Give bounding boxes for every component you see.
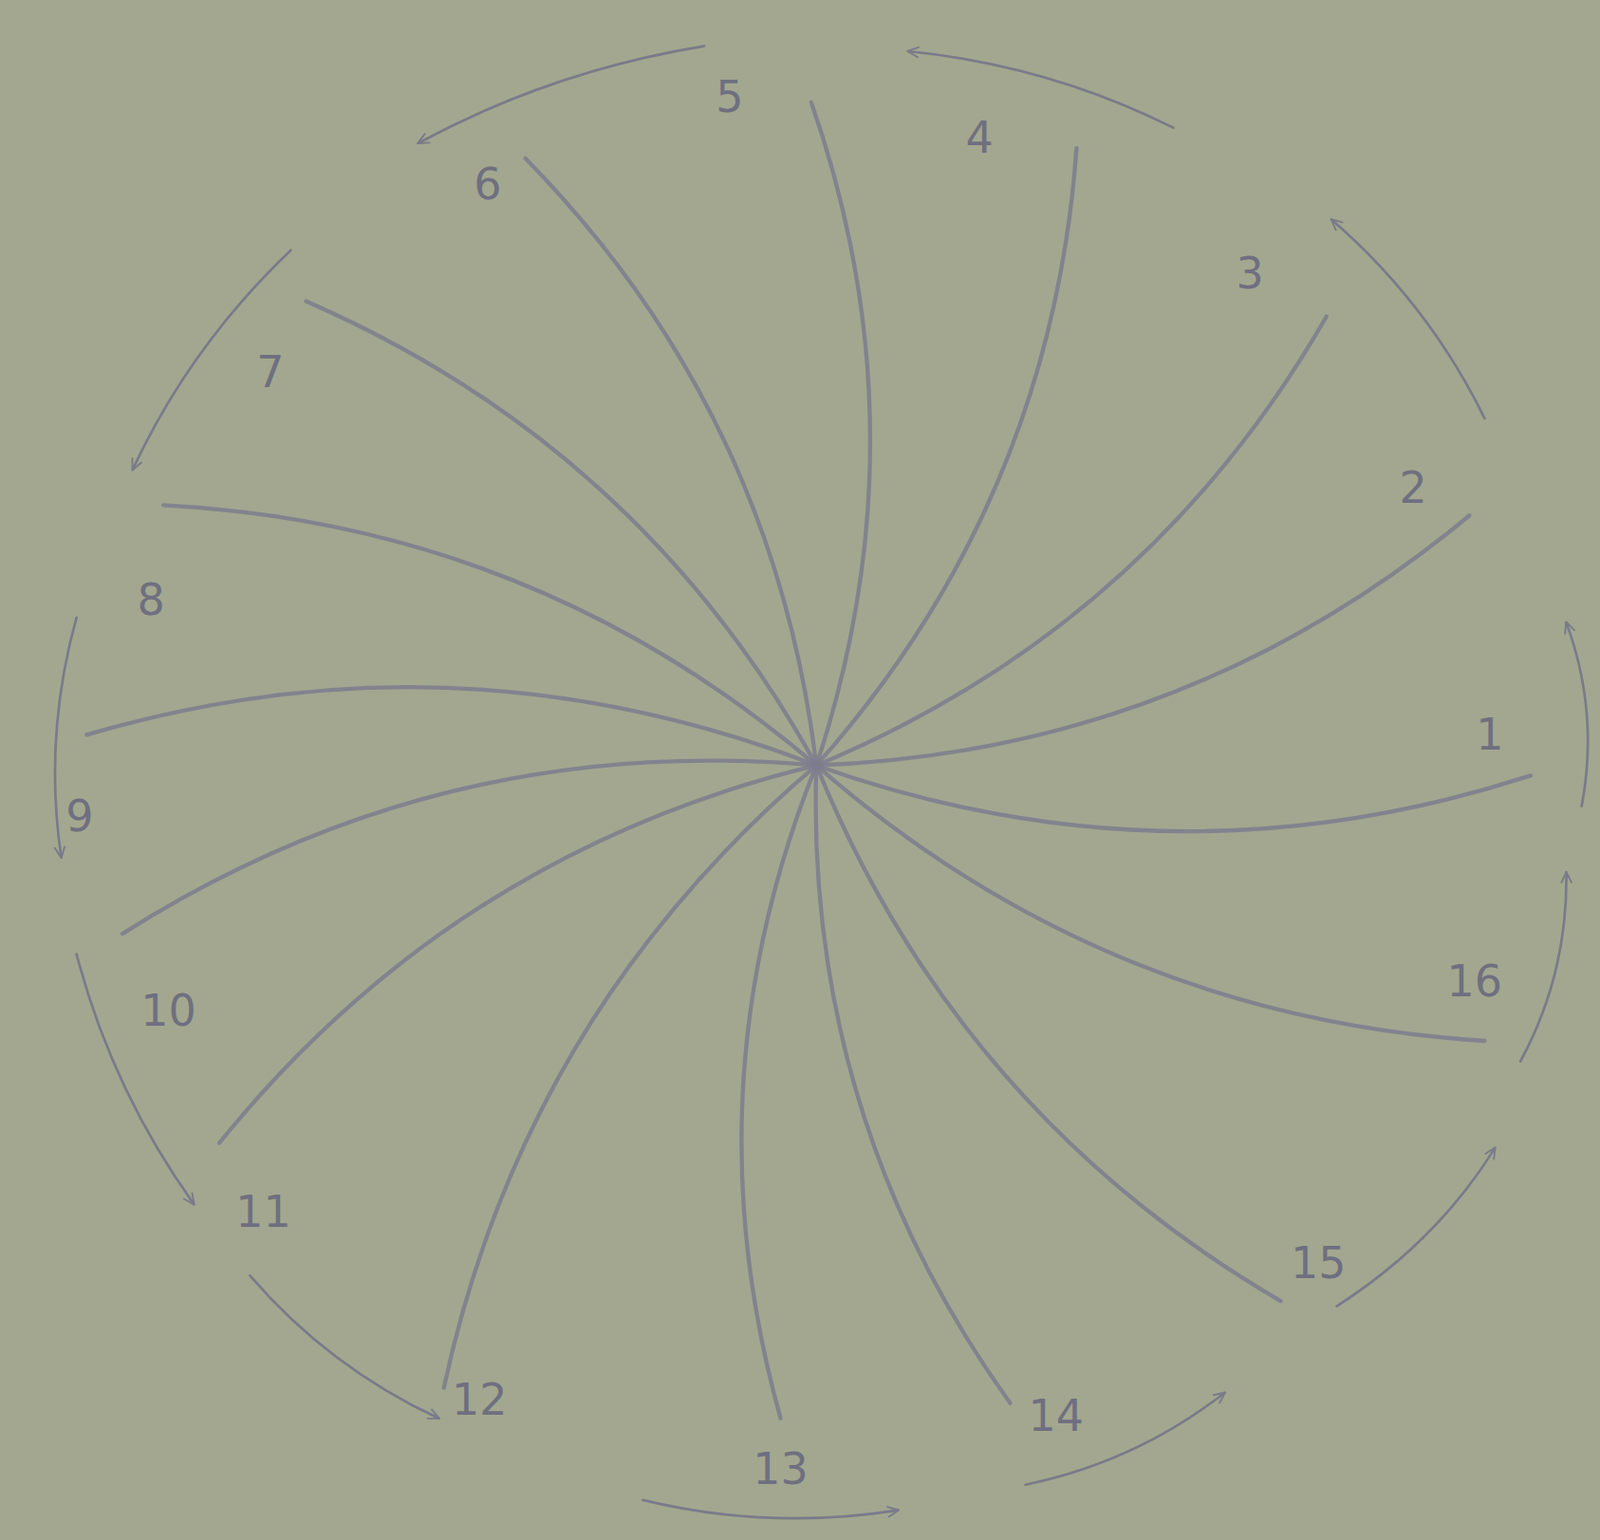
spoke-line [816,765,1531,832]
rotation-arrow [1520,873,1566,1062]
spoke-line [163,504,817,765]
spoke-line [816,148,1077,766]
rotation-arrow [1566,622,1589,807]
spoke-line [306,300,818,765]
callout-number: 2 [1399,465,1428,510]
callout-number: 13 [752,1447,809,1491]
spoke-line [816,765,1011,1404]
callout-number: 7 [256,350,284,394]
rotation-arrow [249,1275,439,1419]
rotation-arrow [908,51,1174,129]
spoke-line [816,316,1327,766]
spoke-line [122,761,817,935]
rotation-arrow [1331,219,1485,419]
spoke-line [816,765,1485,1042]
callout-number: 15 [1290,1241,1347,1285]
rotation-arrow [642,1500,898,1519]
callout-number: 5 [715,74,744,119]
rotation-arrow [418,46,705,144]
callout-number: 1 [1475,712,1504,757]
callout-number: 4 [966,115,994,160]
spoke-line [444,765,817,1389]
spoke-line [219,765,817,1144]
callout-number: 10 [140,988,197,1033]
rotation-arrow [132,250,292,470]
spoke-line [86,687,817,765]
rotation-arrow [1025,1393,1226,1486]
spoke-line [816,765,1281,1303]
callout-number: 14 [1028,1394,1085,1438]
callout-number: 6 [473,162,502,206]
spoke-line [811,102,871,766]
rotation-arrow [1337,1148,1496,1307]
callout-number: 12 [451,1377,508,1422]
callout-number: 8 [136,577,165,622]
spoke-line [741,765,817,1419]
callout-number: 16 [1446,959,1503,1004]
callout-number: 11 [235,1190,292,1234]
callout-number: 3 [1236,251,1265,296]
callout-number: 9 [65,794,94,838]
